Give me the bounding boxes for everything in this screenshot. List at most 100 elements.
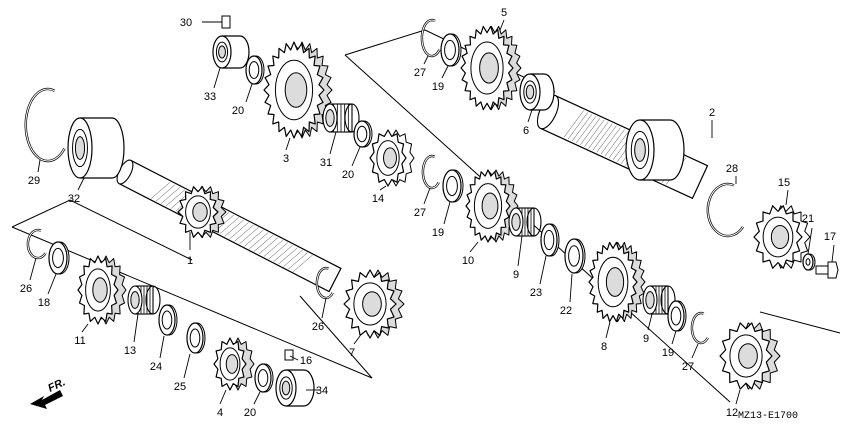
part-2-callout: 2 bbox=[709, 107, 715, 119]
part-19c-callout: 19 bbox=[662, 347, 674, 359]
circlip-27-low bbox=[690, 311, 709, 345]
part-19c-leader bbox=[671, 330, 677, 345]
part-3-leader bbox=[285, 137, 291, 151]
part-1-callout: 1 bbox=[187, 255, 193, 267]
part-11-callout: 11 bbox=[74, 335, 85, 347]
part-9b-leader bbox=[647, 313, 653, 331]
part-32-callout: 32 bbox=[68, 193, 80, 205]
part-33-leader bbox=[213, 67, 221, 89]
circlip-27-top bbox=[420, 18, 441, 58]
needle-bearing-13 bbox=[127, 285, 161, 315]
part-20b-callout: 20 bbox=[342, 169, 354, 181]
part-13-callout: 13 bbox=[124, 345, 136, 357]
part-20a-leader bbox=[245, 83, 253, 103]
gear-3 bbox=[263, 41, 333, 139]
bolt-17 bbox=[815, 261, 839, 279]
ball-bearing-34 bbox=[275, 369, 315, 407]
part-7-callout: 7 bbox=[349, 347, 355, 359]
part-19a-leader bbox=[441, 65, 449, 79]
ball-bearing-32 bbox=[67, 117, 125, 179]
part-27b-callout: 27 bbox=[414, 207, 426, 219]
part-4-leader bbox=[219, 389, 227, 405]
part-10-callout: 10 bbox=[462, 255, 474, 267]
washer-19-low bbox=[667, 300, 687, 332]
part-29-leader bbox=[37, 159, 41, 173]
washer-20-top bbox=[245, 55, 265, 85]
splined-washer-25 bbox=[186, 322, 206, 354]
part-26a-leader bbox=[29, 257, 37, 281]
dowel-pin-30 bbox=[221, 15, 231, 29]
part-26b-leader bbox=[321, 297, 327, 319]
mainshaft-body bbox=[116, 159, 342, 293]
part-24-leader bbox=[159, 335, 165, 359]
part-31-leader bbox=[329, 131, 337, 155]
part-12-leader bbox=[735, 389, 741, 405]
part-17-leader bbox=[831, 244, 835, 263]
gear-8 bbox=[588, 241, 646, 323]
part-27a-leader bbox=[423, 55, 429, 65]
washer-21 bbox=[802, 253, 816, 271]
washer-20-mid bbox=[353, 120, 373, 148]
part-7-leader bbox=[353, 335, 361, 345]
part-14-leader bbox=[379, 185, 387, 191]
part-10-leader bbox=[469, 241, 479, 253]
bushing-6 bbox=[519, 73, 555, 111]
part-9b-callout: 9 bbox=[643, 333, 649, 345]
part-16-callout: 16 bbox=[300, 355, 312, 367]
part-21-callout: 21 bbox=[802, 213, 814, 225]
part-8-callout: 8 bbox=[601, 341, 607, 353]
part-8-leader bbox=[605, 321, 611, 339]
part-25-callout: 25 bbox=[174, 381, 186, 393]
needle-bearing-31 bbox=[322, 103, 360, 133]
gear-5 bbox=[460, 25, 522, 111]
parts-artwork bbox=[24, 15, 839, 407]
splined-washer-24 bbox=[158, 304, 178, 336]
part-16-leader bbox=[289, 355, 299, 361]
part-29-callout: 29 bbox=[28, 175, 40, 187]
washer-19-mid bbox=[442, 169, 464, 203]
part-27c-callout: 27 bbox=[682, 361, 694, 373]
part-13-leader bbox=[133, 313, 139, 343]
diagram-code: MZ13-E1700 bbox=[738, 411, 798, 422]
arrow-icon bbox=[30, 390, 63, 409]
part-24-callout: 24 bbox=[150, 361, 162, 373]
splined-washer-23 bbox=[540, 223, 560, 257]
part-18-leader bbox=[47, 273, 57, 295]
part-28-callout: 28 bbox=[726, 163, 738, 175]
needle-bearing-9-low bbox=[642, 285, 676, 315]
gear-14 bbox=[369, 129, 415, 187]
part-22-leader bbox=[569, 273, 573, 303]
part-34-callout: 34 bbox=[316, 385, 328, 397]
part-5-leader bbox=[499, 19, 505, 31]
circlip-26-mid bbox=[315, 266, 334, 300]
part-9a-leader bbox=[517, 235, 523, 267]
assembly-frames bbox=[11, 29, 841, 403]
washer-18 bbox=[48, 241, 70, 275]
part-21-leader bbox=[807, 227, 813, 255]
washer-20-low bbox=[254, 363, 274, 393]
gear-12 bbox=[719, 322, 781, 390]
mainshaft-frame-edge bbox=[299, 295, 373, 379]
part-27b-leader bbox=[423, 187, 431, 205]
part-26b-callout: 26 bbox=[312, 321, 324, 333]
part-26a-callout: 26 bbox=[20, 283, 32, 295]
part-18-callout: 18 bbox=[38, 297, 50, 309]
part-22-callout: 22 bbox=[560, 305, 572, 317]
part-19b-leader bbox=[443, 201, 451, 225]
part-6-callout: 6 bbox=[523, 125, 529, 137]
gear-4 bbox=[213, 337, 255, 391]
part-31-callout: 31 bbox=[320, 157, 332, 169]
front-direction-label: FR. bbox=[46, 376, 67, 394]
part-20b-leader bbox=[351, 146, 361, 167]
countershaft-bearing-integral bbox=[625, 119, 685, 181]
mainshaft-gear-integral bbox=[177, 186, 227, 238]
part-23-callout: 23 bbox=[530, 287, 542, 299]
part-15-leader bbox=[785, 189, 789, 206]
part-3-callout: 3 bbox=[283, 153, 289, 165]
part-19b-callout: 19 bbox=[432, 227, 444, 239]
drive-sprocket-15 bbox=[753, 205, 811, 269]
part-23-leader bbox=[539, 255, 547, 285]
part-20c-callout: 20 bbox=[244, 407, 256, 419]
part-27a-callout: 27 bbox=[414, 67, 426, 79]
